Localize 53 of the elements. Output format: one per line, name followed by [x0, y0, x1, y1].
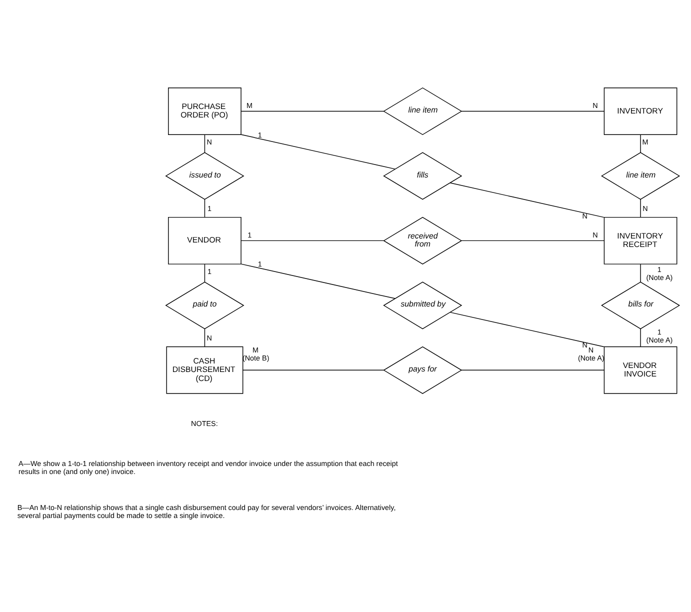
connector — [640, 134, 641, 152]
edge-label: M — [246, 100, 253, 110]
node-box: INVENTORY — [604, 87, 678, 134]
connector — [204, 328, 206, 347]
connector — [450, 182, 604, 218]
edge-label: N — [582, 210, 588, 220]
edge-label: N — [206, 136, 212, 146]
label: NOTES: — [191, 418, 218, 428]
connector — [204, 134, 206, 152]
edge-label: 1 (Note A) — [646, 326, 673, 344]
edge-label: M (Note B) — [242, 345, 270, 362]
node-diamond: paid to — [165, 281, 244, 329]
edge-label: N — [592, 230, 598, 239]
node-box: VENDOR — [168, 216, 242, 264]
connector — [240, 240, 384, 241]
node-box: PURCHASE ORDER (PO) — [168, 87, 242, 134]
node-diamond: line item — [383, 86, 462, 135]
connector — [640, 263, 641, 282]
node-box: INVENTORY RECEIPT — [604, 216, 678, 264]
edge-label: M — [642, 136, 648, 146]
node-diamond: fills — [383, 152, 462, 200]
label: A—We show a 1-to-1 relationship between inventory receipt and vendor invoice under the assumption that each receipt results in one (and only one) invoice. — [18, 458, 398, 476]
connector — [461, 110, 605, 112]
edge-label: 1 — [248, 230, 252, 239]
edge-label: N — [582, 340, 588, 350]
connector — [450, 311, 604, 347]
connector — [640, 328, 641, 347]
node-box: CASH DISBURSEMENT (CD) — [166, 346, 244, 394]
connector — [640, 198, 641, 218]
node-box: VENDOR INVOICE — [604, 346, 678, 394]
connector — [242, 369, 384, 370]
node-diamond: pays for — [383, 346, 462, 394]
connector — [461, 240, 605, 241]
connector — [461, 369, 605, 370]
edge-label: 1 (Note A) — [646, 264, 673, 282]
connector — [241, 263, 396, 298]
edge-label: N — [592, 100, 598, 110]
edge-label: 1 — [208, 204, 212, 213]
node-diamond: bills for — [601, 281, 680, 329]
connector — [241, 134, 396, 169]
edge-label: 1 — [258, 130, 262, 139]
label: B—An M-to-N relationship shows that a single cash disbursement could pay for several vendors’ invoices. Alternatively, several partial payments could be made to settle a single invoice. — [17, 502, 396, 520]
node-diamond: issued to — [165, 152, 244, 200]
connector — [204, 198, 206, 218]
connector — [204, 263, 206, 282]
edge-label: N — [642, 204, 648, 213]
edge-label: 1 — [258, 259, 262, 268]
edge-label: 1 — [208, 266, 212, 276]
node-diamond: submitted by — [383, 281, 462, 329]
edge-label: N — [206, 333, 212, 342]
node-diamond: line item — [601, 152, 680, 200]
connector — [240, 110, 384, 112]
node-diamond: received from — [383, 216, 462, 264]
